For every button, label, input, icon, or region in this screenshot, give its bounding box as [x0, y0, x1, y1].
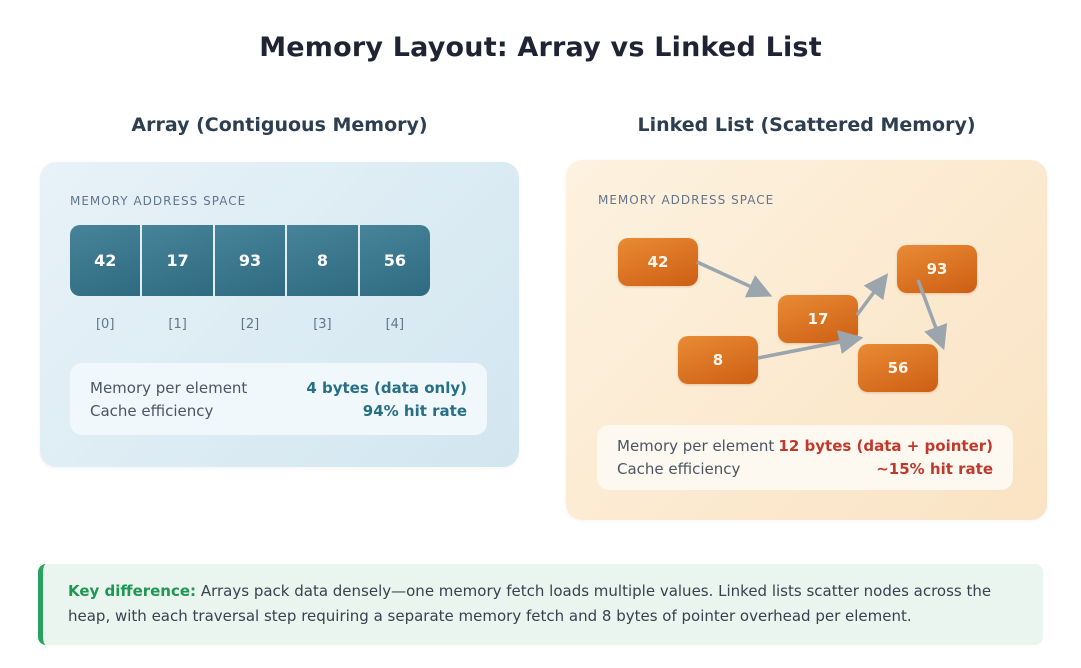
linked-list-node: 93: [897, 245, 977, 293]
linked-list-memory-panel: MEMORY ADDRESS SPACE 42 17 93 8 56 Memory pe…: [566, 160, 1047, 520]
stat-row: Cache efficiency ~15% hit rate: [617, 460, 993, 478]
array-cell: 93: [214, 225, 286, 296]
key-difference-lead: Key difference:: [68, 582, 197, 600]
array-indices: [0] [1] [2] [3] [4]: [70, 317, 430, 332]
stat-label: Cache efficiency: [617, 460, 741, 478]
array-cell-index: [0]: [95, 317, 115, 332]
stat-value: ~15% hit rate: [876, 460, 993, 478]
linked-list-node: 56: [858, 344, 938, 392]
linked-list-panel-label: MEMORY ADDRESS SPACE: [598, 193, 775, 207]
array-cell-index: [4]: [385, 317, 405, 332]
array-cell-index: [2]: [240, 317, 260, 332]
linked-list-node: 8: [678, 336, 758, 384]
stat-label: Cache efficiency: [90, 401, 214, 420]
stat-value: 94% hit rate: [362, 401, 467, 420]
stat-value: 4 bytes (data only): [306, 378, 467, 397]
linked-list-section-heading: Linked List (Scattered Memory): [637, 114, 976, 136]
array-cell: 56: [359, 225, 431, 296]
key-difference-note: Key difference: Arrays pack data densely…: [38, 564, 1043, 645]
array-cell-index: [3]: [313, 317, 332, 332]
array-cell: 8: [287, 225, 358, 296]
linked-list-node: 17: [778, 295, 858, 343]
stat-value: 12 bytes (data + pointer): [778, 437, 993, 455]
linked-list-node: 42: [618, 238, 698, 286]
stat-row: Cache efficiency 94% hit rate: [90, 402, 467, 420]
array-stats-box: Memory per element 4 bytes (data only) Cac…: [70, 363, 487, 435]
key-difference-text: Arrays pack data densely—one memory fetc…: [68, 582, 992, 625]
pointer-arrow-17-to-93: [855, 273, 889, 317]
array-section-heading: Array (Contiguous Memory): [131, 114, 428, 136]
stat-label: Memory per element: [90, 378, 248, 397]
array-cell-index: [1]: [168, 317, 187, 332]
array-panel-label: MEMORY ADDRESS SPACE: [70, 194, 247, 208]
stat-row: Memory per element 4 bytes (data only): [90, 379, 467, 397]
array-cell: 42: [70, 225, 141, 296]
array-cell: 17: [142, 225, 213, 296]
stat-label: Memory per element: [617, 437, 775, 455]
pointer-arrow-42-to-17: [696, 260, 773, 298]
page-title: Memory Layout: Array vs Linked List: [259, 32, 822, 63]
